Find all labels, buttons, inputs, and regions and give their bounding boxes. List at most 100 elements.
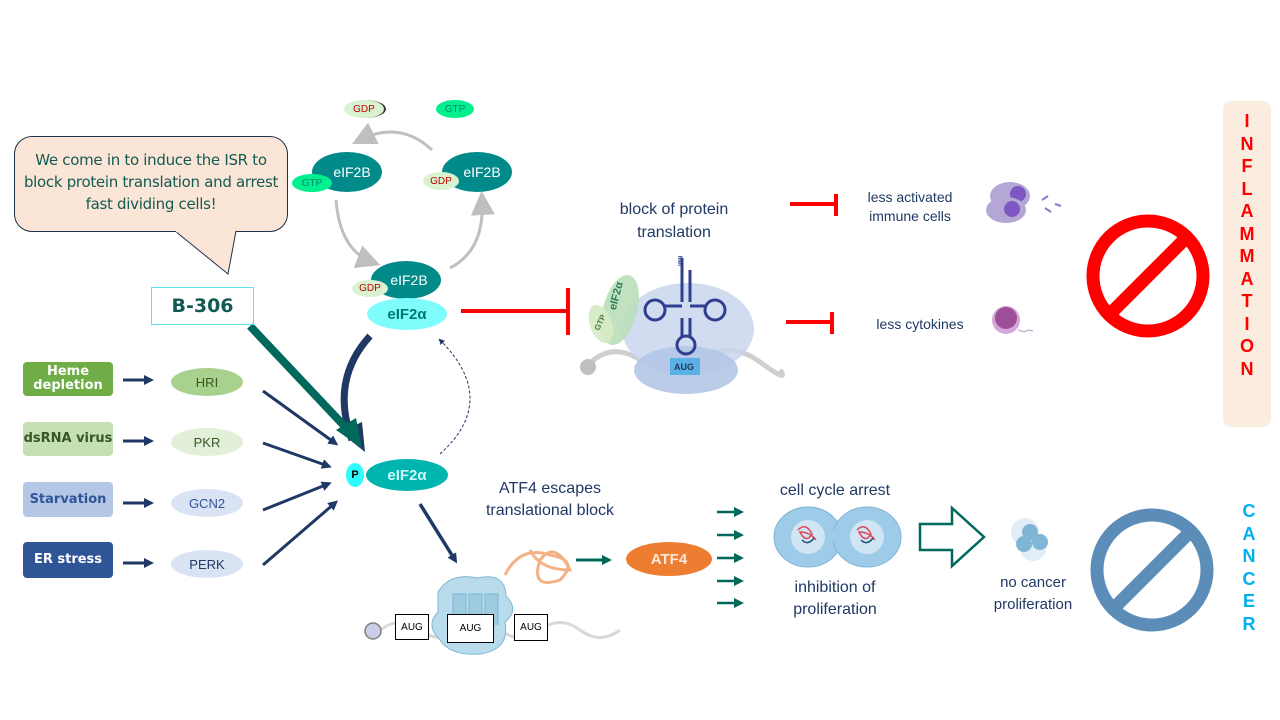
free-gtp-text: GTP <box>444 103 466 115</box>
stress-arrows <box>123 375 154 568</box>
inhibition-bars <box>461 194 838 335</box>
kinase-hri: HRI <box>171 368 243 396</box>
vertical-letter: A <box>1242 523 1256 544</box>
free-gdp-badge: GDP <box>344 100 386 118</box>
ribosome-met-label: Met <box>676 255 683 267</box>
stress-dsrna-virus: dsRNA virus <box>23 422 113 456</box>
outcome-arrow <box>918 505 986 569</box>
cell-cycle-arrest-label: cell cycle arrest <box>779 482 891 499</box>
inhibition-proliferation-label: inhibition of proliferation <box>793 579 877 618</box>
kinase-label: GCN2 <box>188 495 226 511</box>
cytokine-cell-icon <box>992 306 1034 334</box>
eif2a-unphosphorylated: eIF2α <box>367 298 447 330</box>
eif2b-cycle-arrows <box>334 122 495 270</box>
eif2b-left-gtp: GTP <box>292 174 332 192</box>
vertical-letter: M <box>1239 223 1255 244</box>
kinase-perk: PERK <box>171 550 243 578</box>
eif2a-phos-label: eIF2α <box>387 466 427 484</box>
vertical-letter: E <box>1242 591 1255 611</box>
vertical-letter: N <box>1240 358 1254 379</box>
kinase-pkr: PKR <box>171 428 243 456</box>
stress-label: ER stress <box>33 552 103 567</box>
stress-label: Heme depletion <box>33 364 103 393</box>
no-cancer-proliferation-label: no cancer proliferation <box>993 574 1073 613</box>
stress-label: Starvation <box>29 491 107 507</box>
drug-label-b306: B-306 <box>151 287 254 325</box>
eif2b-complex-left: eIF2B <box>312 152 382 192</box>
drug-name: B-306 <box>171 295 234 317</box>
codon-text: AUG <box>401 621 423 633</box>
cycle-arrow-left <box>334 199 381 268</box>
speech-bubble: We come in to induce the ISR to block pr… <box>14 136 288 232</box>
vertical-letter: C <box>1242 501 1256 521</box>
codon-text: AUG <box>459 623 482 634</box>
atf4-label: ATF4 <box>650 550 688 568</box>
blocked-ribosome-icon <box>580 258 785 394</box>
codon-box-2: AUG <box>447 614 494 643</box>
kinase-label: HRI <box>195 374 219 390</box>
kinase-gcn2: GCN2 <box>171 489 243 517</box>
effect-less-cytokines: less cytokines <box>876 316 964 332</box>
stress-er-stress: ER stress <box>23 542 113 578</box>
inflammation-prohibition-icon <box>1086 214 1210 338</box>
effect-less-immune-cells: less activated immune cells <box>867 189 953 224</box>
vertical-letter: L <box>1241 178 1253 199</box>
dividing-cell-icon <box>773 506 902 568</box>
vertical-letter: R <box>1242 613 1256 634</box>
atf4-escape-title: ATF4 escapes translational block <box>485 480 615 519</box>
cancer-prohibition-icon <box>1090 508 1214 632</box>
free-gtp-badge: GTP <box>436 100 474 118</box>
phospho-text: P <box>351 469 359 481</box>
immune-cells-icon <box>986 182 1062 223</box>
eif2b-complex-right: eIF2B <box>442 152 512 192</box>
vertical-letter: C <box>1242 568 1256 589</box>
eif2b-right-gdp-text: GDP <box>430 175 452 187</box>
eif2a-top-label: eIF2α <box>387 305 427 323</box>
cancer-cells-icon <box>1011 518 1048 561</box>
translation-block-title: block of protein translation <box>619 201 729 241</box>
vertical-letter: N <box>1240 133 1254 154</box>
eif2b-right-gdp: GDP <box>423 172 459 190</box>
eif2b-right-label: eIF2B <box>463 164 501 180</box>
eif2b-left-gtp-text: GTP <box>301 177 323 189</box>
eif2b-bottom-label: eIF2B <box>390 272 428 288</box>
vertical-letter: A <box>1240 201 1254 221</box>
vertical-letter: O <box>1239 336 1254 356</box>
ribosome-codon-label: AUG <box>674 362 694 372</box>
kinase-label: PERK <box>189 556 225 572</box>
drug-arrow <box>247 323 353 435</box>
vertical-letter: T <box>1241 291 1253 311</box>
stress-label: dsRNA virus <box>23 431 113 446</box>
stress-starvation: Starvation <box>23 482 113 517</box>
eif2a-phosphorylated: eIF2α <box>366 459 448 491</box>
phospho-badge: P <box>346 463 364 487</box>
dephosphorylation-arrow <box>438 338 471 455</box>
codon-box-3: AUG <box>514 614 548 641</box>
speech-bubble-text: We come in to induce the ISR to block pr… <box>23 151 279 213</box>
eif2b-left-label: eIF2B <box>333 164 371 180</box>
kinase-label: PKR <box>193 434 221 450</box>
vertical-letter: M <box>1239 246 1255 266</box>
vertical-letter: I <box>1244 313 1250 334</box>
codon-text: AUG <box>520 622 542 633</box>
vertical-letter: N <box>1242 546 1256 566</box>
free-gdp-text: GDP <box>353 103 375 115</box>
codon-box-1: AUG <box>395 614 429 640</box>
cycle-arrow-right <box>449 191 495 270</box>
vertical-letter: F <box>1241 156 1253 176</box>
drug-arrowhead <box>336 418 362 448</box>
atf4-protein: ATF4 <box>626 542 712 576</box>
atf4-translation-arrow <box>418 503 458 564</box>
vertical-letter: I <box>1244 111 1250 131</box>
inflammation-panel <box>1223 101 1271 427</box>
kinase-arrows <box>262 389 339 567</box>
atf4-target-arrows <box>717 507 744 608</box>
speech-bubble-tail <box>174 230 237 275</box>
cycle-arrow-top <box>351 122 434 152</box>
stress-heme-depletion: Heme depletion <box>23 362 113 396</box>
eif2b-bottom-gdp-text: GDP <box>359 283 381 294</box>
vertical-letter: A <box>1240 268 1254 289</box>
